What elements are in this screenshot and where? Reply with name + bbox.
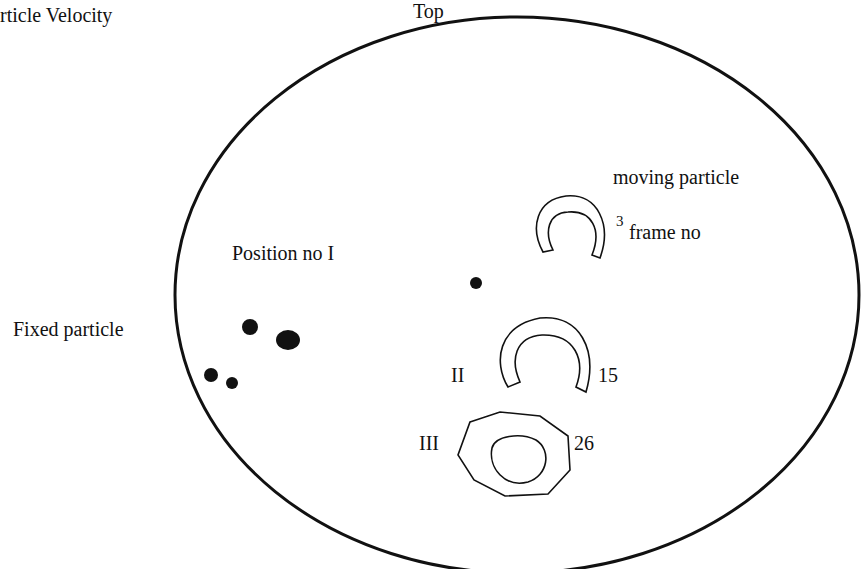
fixed-particle-dot	[470, 277, 482, 289]
position-label: Position no I	[232, 242, 334, 264]
particle-image-frame-3	[537, 196, 605, 258]
fixed-particle-dot	[242, 319, 258, 335]
position-label: II	[451, 364, 464, 386]
frame-number: 3	[616, 213, 624, 229]
particle-image-frame-15	[500, 318, 589, 392]
frame-number: 26	[574, 432, 594, 454]
fixed-particle-dot	[276, 330, 300, 350]
frame-number: 15	[598, 364, 618, 386]
fixed-particle-dot	[226, 377, 238, 389]
annotation-label: moving particle	[612, 166, 740, 188]
particle-image-frame-26	[458, 412, 570, 496]
position-label: III	[419, 432, 439, 454]
figure-title: rticle Velocity	[0, 4, 112, 26]
annotation-label: frame no	[628, 221, 702, 243]
orientation-label: Top	[413, 0, 444, 22]
annotation-label: Fixed particle	[12, 318, 125, 340]
particle-image-core	[491, 436, 545, 483]
fixed-particle-dot	[204, 368, 218, 382]
field-circle	[175, 17, 859, 569]
